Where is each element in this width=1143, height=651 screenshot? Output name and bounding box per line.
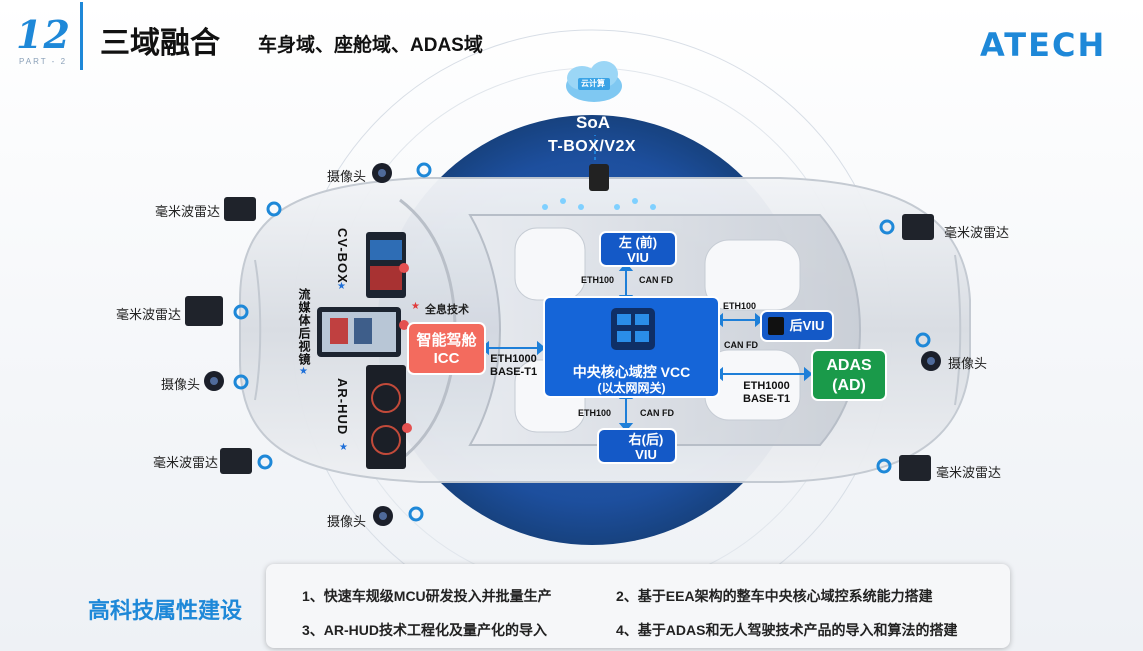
label-camera-right: 摄像头: [948, 356, 988, 371]
label-hologram: 全息技术: [425, 304, 469, 316]
star-icon: ★: [299, 366, 308, 377]
feature-item-4: 4、基于ADAS和无人驾驶技术产品的导入和算法的搭建: [616, 622, 958, 638]
link-eth1000-left: ETH1000 BASE-T1: [490, 353, 537, 379]
tbox-module: [589, 164, 609, 191]
viu-back-box: 右(后) VIU: [597, 428, 677, 464]
viu-rear-label: 后VIU: [789, 318, 825, 333]
adas-line1: ADAS: [826, 357, 872, 374]
link-eth100-right: ETH100: [723, 301, 757, 311]
link-baset1-left-text: BASE-T1: [490, 366, 538, 378]
star-icon: ★: [339, 442, 348, 453]
viu-front-line2: VIU: [627, 250, 649, 265]
atech-logo: ATECH: [980, 26, 1107, 64]
label-radar-left-top: 毫米波雷达: [155, 204, 221, 219]
seat-fl: [514, 227, 586, 301]
feature-item-3: 3、AR-HUD技术工程化及量产化的导入: [302, 622, 547, 638]
label-radar-right-top: 毫米波雷达: [944, 225, 1010, 240]
features-panel: 1、快速车规级MCU研发投入并批量生产 2、基于EEA架构的整车中央核心域控系统…: [266, 564, 1010, 648]
vcc-box: 中央核心域控 VCC (以太网网关): [543, 296, 720, 398]
rear-bumper: [954, 254, 962, 406]
cloud-icon: [566, 61, 622, 102]
viu-front-box: 左 (前) VIU: [599, 231, 677, 267]
vcc-line2: (以太网网关): [597, 381, 666, 395]
viu-front-line1: 左 (前): [618, 235, 658, 250]
label-camera-bottom: 摄像头: [327, 514, 367, 529]
label-radar-left-bottom: 毫米波雷达: [153, 455, 219, 470]
label-cvbox: CV-BOX: [335, 228, 350, 284]
tbox-label: T-BOX/V2X: [548, 138, 637, 155]
seat-rl: [704, 239, 801, 311]
viu-back-line2: VIU: [635, 447, 657, 462]
page-subtitle: 车身域、座舱域、ADAS域: [258, 35, 483, 56]
link-baset1-right-text: BASE-T1: [743, 393, 791, 405]
link-eth1000-left-text: ETH1000: [490, 353, 537, 365]
adas-box: ADAS (AD): [811, 349, 887, 401]
label-radar-left-mid: 毫米波雷达: [116, 307, 182, 322]
viu-back-line1: 右(后): [628, 432, 664, 447]
label-camera-left: 摄像头: [161, 377, 201, 392]
section-part: PART - 2: [19, 57, 68, 66]
viu-rear-box: 后VIU: [760, 310, 834, 342]
star-icon: ★: [411, 301, 420, 312]
section-number: 12: [16, 12, 71, 57]
front-bumper: [254, 259, 262, 401]
vcc-line1: 中央核心域控 VCC: [572, 364, 691, 380]
link-eth1000-right: ETH1000 BASE-T1: [743, 380, 790, 406]
icc-box: 智能驾舱 ICC: [407, 322, 486, 375]
sensor-targets: [233, 162, 931, 522]
link-canfd-bottom: CAN FD: [640, 408, 674, 418]
link-eth1000-right-text: ETH1000: [743, 380, 790, 392]
icc-line2: ICC: [433, 350, 460, 367]
feature-item-2: 2、基于EEA架构的整车中央核心域控系统能力搭建: [616, 588, 933, 604]
star-icon: ★: [337, 281, 346, 292]
header-divider: [80, 2, 83, 70]
camera-lenses: [204, 163, 941, 526]
viu-module-icon: [768, 317, 784, 335]
link-canfd-top: CAN FD: [639, 275, 673, 285]
link-canfd-right: CAN FD: [724, 340, 758, 350]
features-title: 高科技属性建设: [88, 598, 243, 623]
icc-line1: 智能驾舱: [416, 332, 477, 349]
radar-modules: [185, 197, 934, 481]
arhud-screen: [366, 365, 406, 469]
antenna-dots: [542, 198, 656, 210]
feature-item-1: 1、快速车规级MCU研发投入并批量生产: [302, 588, 552, 604]
soa-label: SoA: [576, 113, 610, 132]
label-camera-top: 摄像头: [327, 169, 367, 184]
link-arrows: [480, 135, 813, 432]
link-eth100-bottom: ETH100: [578, 408, 612, 418]
label-arhud: AR-HUD: [335, 378, 350, 436]
link-eth100-top: ETH100: [581, 275, 615, 285]
page-title: 三域融合: [100, 27, 220, 60]
label-mirror: 流媒体后视镜: [297, 288, 311, 366]
vcc-chip-icon: [611, 308, 655, 350]
cloud-label: 云计算: [581, 79, 605, 88]
adas-line2: (AD): [832, 377, 866, 394]
label-radar-right-bottom: 毫米波雷达: [936, 465, 1002, 480]
